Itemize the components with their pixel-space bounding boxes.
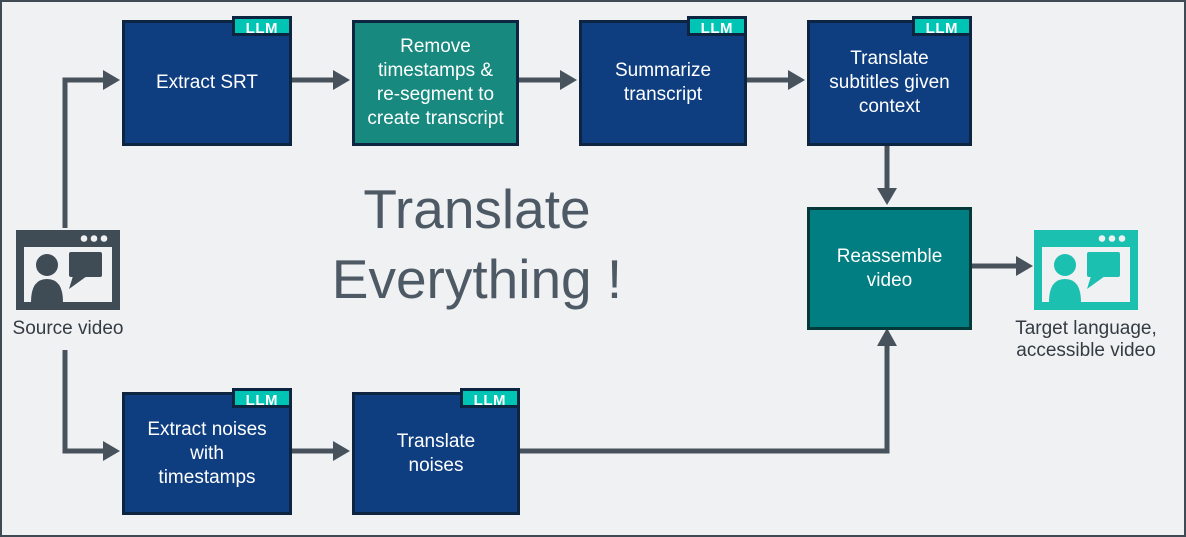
source-video-icon xyxy=(16,230,120,310)
browser-dots-icon xyxy=(80,235,108,242)
node-extract-noises: LLM Extract noises with timestamps xyxy=(122,388,292,515)
arrowhead xyxy=(333,441,350,461)
target-video-label: Target language, accessible video xyxy=(1015,318,1157,361)
title-line-1: Translate xyxy=(363,178,591,240)
arrowhead xyxy=(103,70,120,90)
node-label: Reassemble video xyxy=(836,245,943,291)
diagram-title: Translate Everything ! xyxy=(237,174,717,314)
arrowhead xyxy=(103,441,120,461)
connector-translate-noises-to-reassemble xyxy=(518,345,890,454)
llm-badge: LLM xyxy=(459,388,520,409)
llm-badge: LLM xyxy=(911,16,972,37)
node-label: Translate noises xyxy=(396,430,476,476)
node-label: Remove timestamps & re-segment to create… xyxy=(367,36,504,129)
connector-source-to-extract-noises xyxy=(62,350,104,454)
node-summarize-transcript: LLM Summarize transcript xyxy=(579,16,747,146)
connector-source-to-extract-srt xyxy=(62,77,104,228)
source-video-label: Source video xyxy=(12,318,124,339)
title-line-2: Everything ! xyxy=(331,248,623,310)
arrowhead xyxy=(560,70,577,90)
node-label: Summarize transcript xyxy=(614,60,712,105)
node-label: Translate subtitles given context xyxy=(829,48,950,117)
arrowhead xyxy=(877,188,897,205)
browser-dots-icon xyxy=(1098,235,1126,242)
node-label: Extract noises with timestamps xyxy=(147,418,267,488)
arrowhead xyxy=(877,328,897,346)
node-remove-timestamps: Remove timestamps & re-segment to create… xyxy=(352,20,519,146)
node-extract-srt: LLM Extract SRT xyxy=(122,16,292,146)
llm-badge: LLM xyxy=(231,16,292,37)
node-translate-subtitles: LLM Translate subtitles given context xyxy=(807,16,972,146)
arrowhead xyxy=(788,70,805,90)
person-icon xyxy=(1049,254,1081,302)
source-video-endpoint: Source video xyxy=(2,230,136,340)
speech-bubble-icon xyxy=(69,252,102,289)
llm-badge: LLM xyxy=(686,16,747,37)
target-video-icon xyxy=(1034,230,1138,310)
target-video-endpoint: Target language, accessible video xyxy=(1005,230,1167,362)
node-label: Extract SRT xyxy=(155,72,259,93)
person-icon xyxy=(31,254,63,302)
node-reassemble-video: Reassemble video xyxy=(807,207,972,330)
arrowhead xyxy=(333,70,350,90)
speech-bubble-icon xyxy=(1087,252,1120,289)
node-translate-noises: LLM Translate noises xyxy=(352,388,520,515)
llm-badge: LLM xyxy=(231,388,292,409)
